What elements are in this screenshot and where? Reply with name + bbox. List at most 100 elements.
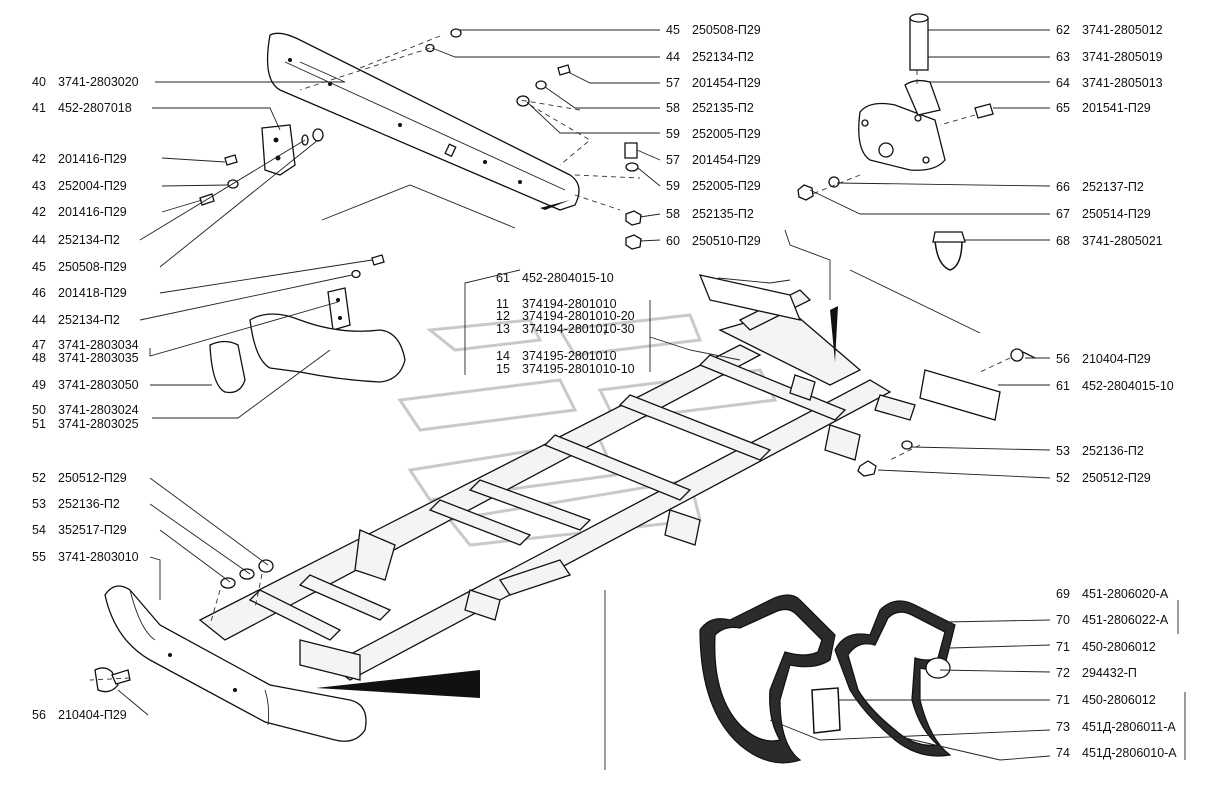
callout-number: 60: [666, 234, 680, 248]
callout-part-number: 374194-2801010-20: [522, 309, 635, 323]
callout-part-number: 451Д-2806010-А: [1082, 746, 1177, 760]
callout-number: 71: [1056, 640, 1070, 654]
callout-number: 61: [496, 271, 510, 285]
callout-part-number: 252005-П29: [692, 179, 761, 193]
callout: 15 374195-2801010-10: [496, 362, 635, 376]
callout-part-number: 210404-П29: [1082, 352, 1151, 366]
callout-part-number: 3741-2803010: [58, 550, 139, 564]
callout-part-number: 450-2806012: [1082, 693, 1156, 707]
callout-number: 59: [666, 179, 680, 193]
construction-lines: [89, 35, 1011, 770]
callout: 71 450-2806012: [1056, 640, 1156, 654]
vehicle-frame: [198, 289, 916, 681]
callout: 57 201454-П29: [666, 153, 761, 167]
front-bumper-washers: [220, 559, 274, 589]
callout-number: 56: [32, 708, 46, 722]
callout-number: 49: [32, 378, 46, 392]
callout-part-number: 250514-П29: [1082, 207, 1151, 221]
callout-part-number: 352517-П29: [58, 523, 127, 537]
callout-number: 13: [496, 322, 510, 336]
callout-number: 71: [1056, 693, 1070, 707]
callout-part-number: 252005-П29: [692, 127, 761, 141]
leader-lines: [117, 29, 1186, 761]
callout-number: 65: [1056, 101, 1070, 115]
tow-bracket: [858, 79, 994, 171]
tow-pin: [909, 13, 929, 71]
callout-part-number: 3741-2803025: [58, 417, 139, 431]
callout-part-number: 252135-П2: [692, 207, 754, 221]
callout-part-number: 252134-П2: [58, 233, 120, 247]
bumper-bracket: [261, 124, 324, 176]
callout-part-number: 374194-2801010: [522, 297, 617, 311]
callout-part-number: 450-2806012: [1082, 640, 1156, 654]
bumper-end-caps: [209, 313, 406, 394]
bumper-bolts-left: [199, 154, 239, 206]
wedge-pointers: [316, 200, 838, 698]
callout-number: 53: [32, 497, 46, 511]
callout-part-number: 3741-2803050: [58, 378, 139, 392]
callout-part-number: 201454-П29: [692, 153, 761, 167]
callout-part-number: 452-2804015-10: [1082, 379, 1174, 393]
side-bracket: [327, 254, 385, 331]
tow-bracket-nuts: [797, 176, 840, 201]
callout-number: 68: [1056, 234, 1070, 248]
callout-number: 58: [666, 207, 680, 221]
callout: 68 3741-2805021: [1056, 234, 1163, 248]
callout: 59 252005-П29: [666, 179, 761, 193]
callout-part-number: 374195-2801010: [522, 349, 617, 363]
callout-number: 73: [1056, 720, 1070, 734]
callout-number: 67: [1056, 207, 1070, 221]
callout-number: 46: [32, 286, 46, 300]
callout-part-number: 252136-П2: [58, 497, 120, 511]
callout-number: 57: [666, 153, 680, 167]
callout-number: 42: [32, 205, 46, 219]
callout: 55 3741-2803010: [32, 550, 139, 564]
callout-part-number: 3741-2805021: [1082, 234, 1163, 248]
callout-part-number: 452-2807018: [58, 101, 132, 115]
callout-number: 52: [1056, 471, 1070, 485]
callout-number: 14: [496, 349, 510, 363]
callout: 12 374194-2801010-20: [496, 309, 635, 323]
callout-number: 44: [32, 313, 46, 327]
callout-part-number: 3741-2803035: [58, 351, 139, 365]
callout-part-number: 374195-2801010-10: [522, 362, 635, 376]
callout-number: 61: [1056, 379, 1070, 393]
callout-part-number: 252134-П2: [692, 50, 754, 64]
callout-number: 12: [496, 309, 510, 323]
frame-washers-right: [857, 440, 913, 477]
callout: 51 3741-2803025: [32, 417, 139, 431]
tow-hooks: [699, 594, 956, 764]
callout-part-number: 250508-П29: [692, 23, 761, 37]
callout-part-number: 451-2806020-А: [1082, 587, 1169, 601]
center-fasteners: [425, 28, 642, 250]
callout: 61 452-2804015-10: [1056, 379, 1174, 393]
callout-number: 15: [496, 362, 510, 376]
callout-part-number: 250510-П29: [692, 234, 761, 248]
callout-number: 54: [32, 523, 46, 537]
callout-part-number: 250512-П29: [58, 471, 127, 485]
callout-number: 66: [1056, 180, 1070, 194]
callout-number: 55: [32, 550, 46, 564]
callout-number: 50: [32, 403, 46, 417]
callout-number: 62: [1056, 23, 1070, 37]
callout-number: 51: [32, 417, 46, 431]
callout-part-number: 201541-П29: [1082, 101, 1151, 115]
callout-part-number: 3741-2803024: [58, 403, 139, 417]
rear-bumper-beam: [266, 32, 580, 211]
